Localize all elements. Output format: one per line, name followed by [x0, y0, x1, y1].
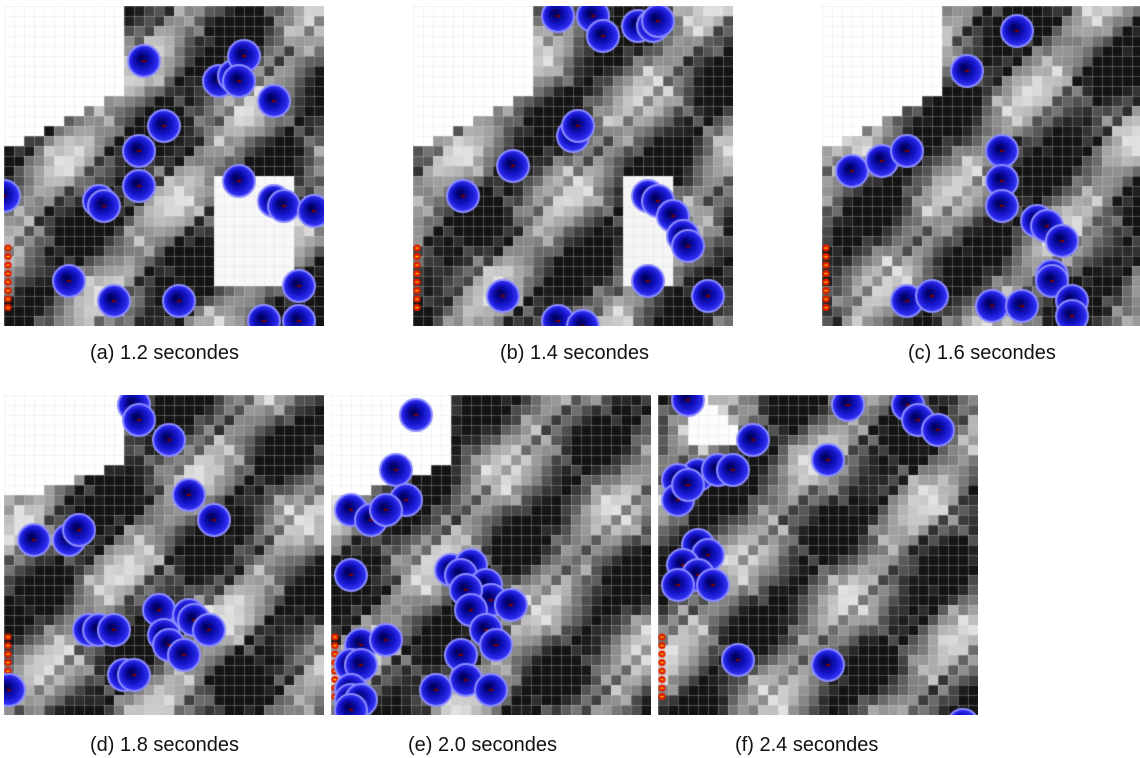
simulation-grid-b: [413, 6, 733, 326]
simulation-grid-f: [658, 395, 978, 715]
panel-c: [822, 6, 1140, 326]
panel-f: [658, 395, 978, 715]
caption-a-label: (a): [90, 342, 115, 364]
caption-c: (c) 1.6 secondes: [908, 342, 1056, 365]
caption-e-time: 2.0 secondes: [438, 734, 557, 756]
simulation-grid-e: [331, 395, 651, 715]
panel-a: [4, 6, 324, 326]
caption-d-label: (d): [90, 734, 115, 756]
caption-c-time: 1.6 secondes: [936, 342, 1056, 364]
caption-c-label: (c): [908, 342, 932, 364]
caption-a-time: 1.2 secondes: [120, 342, 239, 364]
caption-b-time: 1.4 secondes: [530, 342, 649, 364]
caption-b-label: (b): [500, 342, 525, 364]
simulation-grid-a: [4, 6, 324, 326]
caption-f-label: (f): [735, 734, 754, 756]
caption-a: (a) 1.2 secondes: [90, 342, 239, 365]
caption-b: (b) 1.4 secondes: [500, 342, 649, 365]
panel-b: [413, 6, 733, 326]
caption-e-label: (e): [408, 734, 433, 756]
caption-d: (d) 1.8 secondes: [90, 734, 239, 757]
caption-f-time: 2.4 secondes: [759, 734, 879, 756]
simulation-grid-d: [4, 395, 324, 715]
caption-f: (f) 2.4 secondes: [735, 734, 878, 757]
panel-d: [4, 395, 324, 715]
caption-e: (e) 2.0 secondes: [408, 734, 557, 757]
caption-d-time: 1.8 secondes: [120, 734, 239, 756]
simulation-grid-c: [822, 6, 1140, 326]
panel-e: [331, 395, 651, 715]
